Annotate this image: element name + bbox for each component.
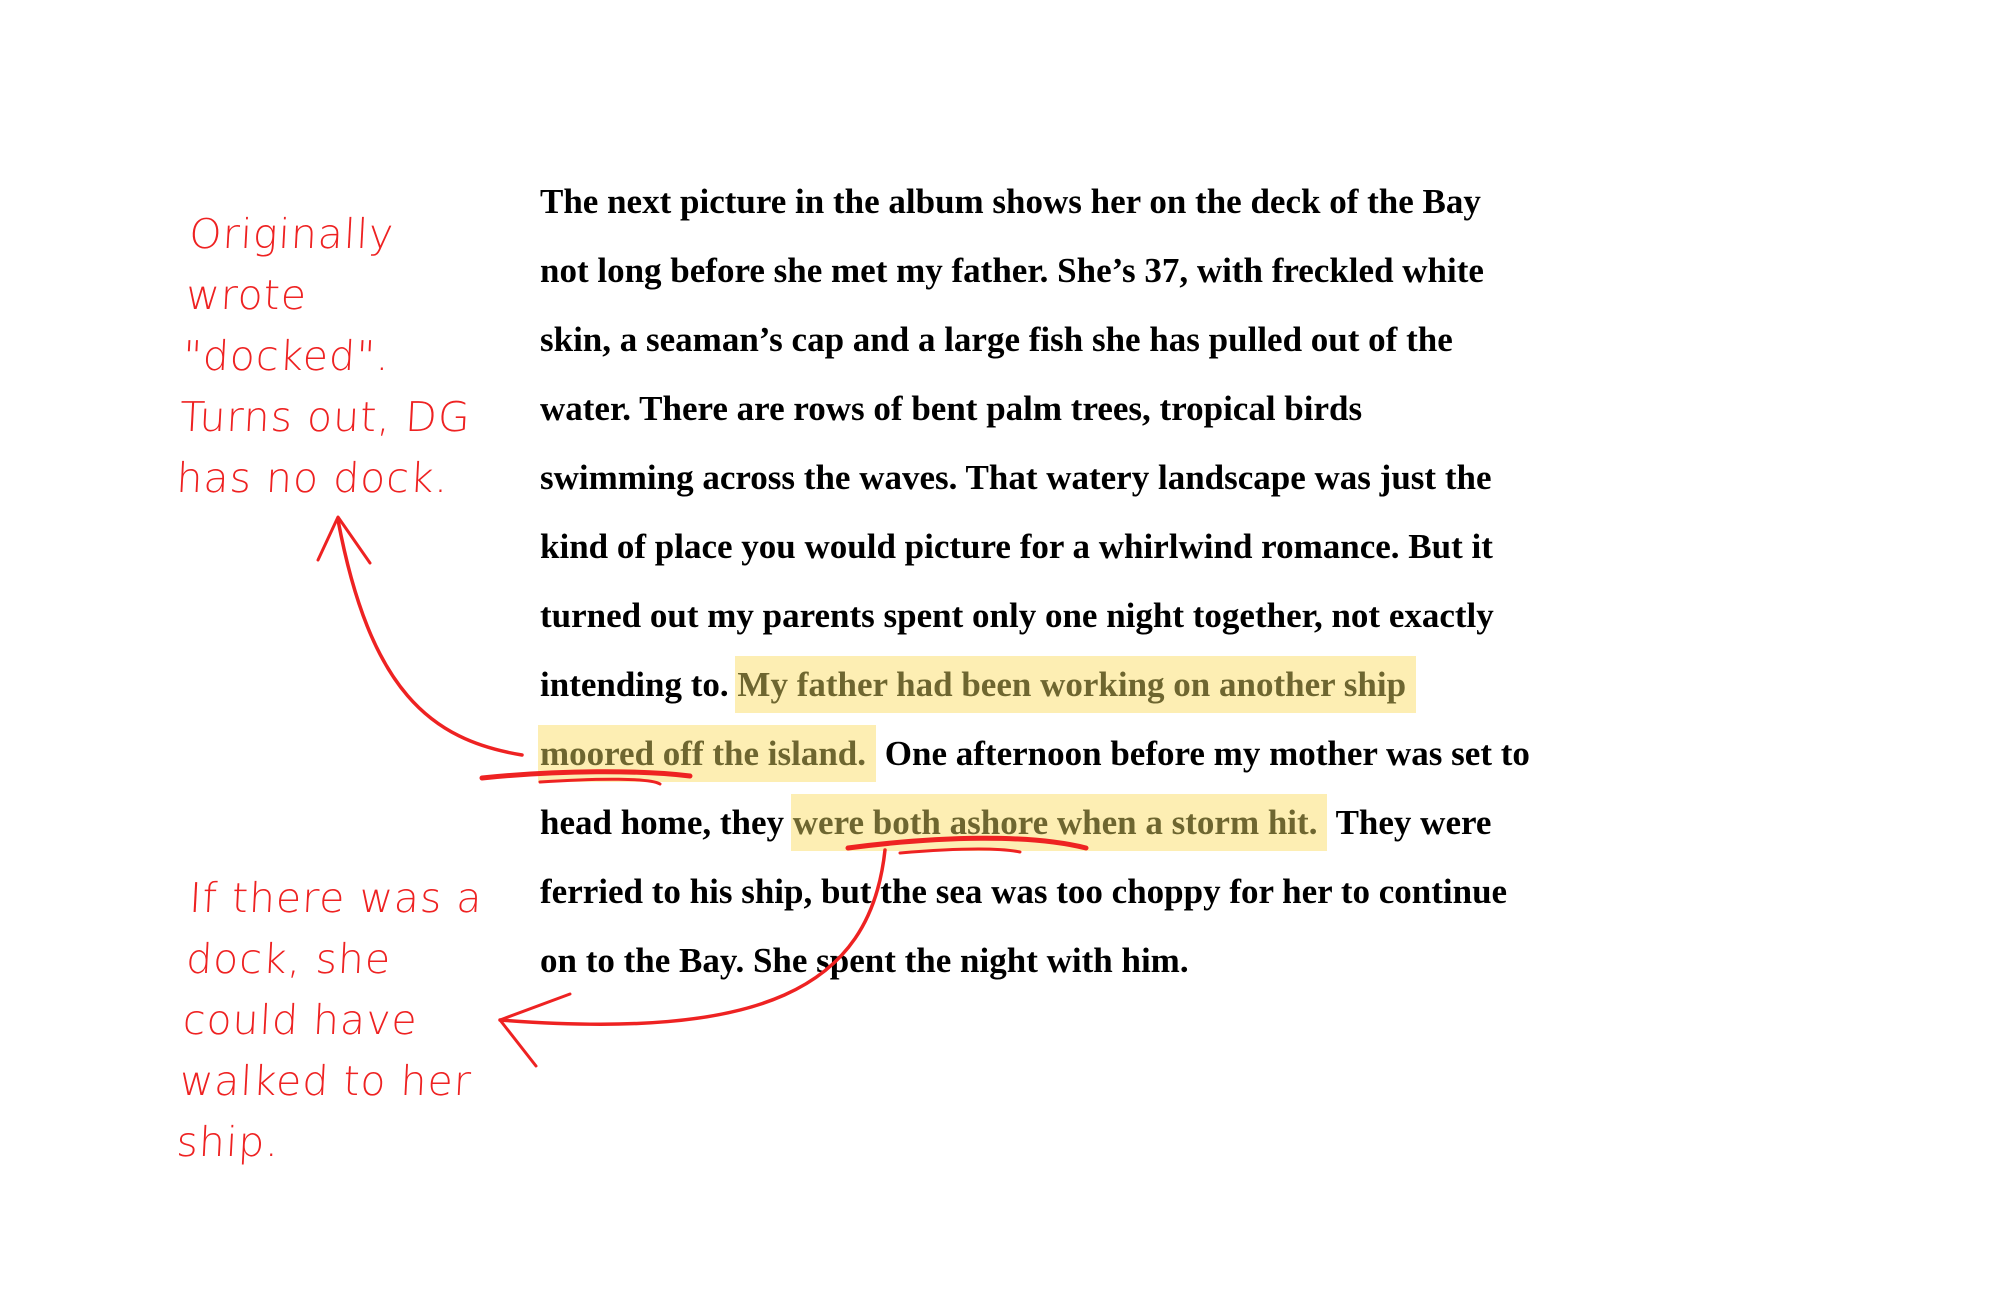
note-line: "docked".	[181, 332, 392, 380]
arrowhead-icon	[316, 515, 372, 565]
text-line: kind of place you would picture for a wh…	[540, 512, 1560, 581]
text-segment: head home, they	[540, 803, 793, 842]
text-line: moored off the island. One afternoon bef…	[538, 719, 1560, 788]
note-line: walked to her	[178, 1057, 473, 1105]
text-line: on to the Bay. She spent the night with …	[540, 926, 1560, 995]
note-line: If there was a	[188, 874, 484, 922]
text-line: ferried to his ship, but the sea was too…	[540, 857, 1560, 926]
text-line: not long before she met my father. She’s…	[540, 236, 1560, 305]
text-line: The next picture in the album shows her …	[540, 167, 1560, 236]
note-line: Turns out, DG	[178, 393, 472, 441]
text-segment: The next picture in the album shows her …	[540, 182, 1481, 221]
text-segment: turned out my parents spent only one nig…	[540, 596, 1494, 635]
text-segment: intending to.	[540, 665, 738, 704]
note-line: ship.	[175, 1118, 281, 1166]
annotation-note-bottom: If there was a dock, she could have walk…	[175, 868, 484, 1173]
text-segment: not long before she met my father. She’s…	[540, 251, 1484, 290]
text-segment: They were	[1327, 803, 1492, 842]
text-line: head home, they were both ashore when a …	[540, 788, 1560, 857]
text-segment: on to the Bay. She spent the night with …	[540, 941, 1189, 980]
annotation-note-top: Originally wrote "docked". Turns out, DG…	[175, 204, 482, 509]
arrow-to-top-note	[336, 518, 524, 757]
note-line: has no dock.	[175, 454, 450, 502]
text-line: skin, a seaman’s cap and a large fish sh…	[540, 305, 1560, 374]
text-line: water. There are rows of bent palm trees…	[540, 374, 1560, 443]
text-segment: skin, a seaman’s cap and a large fish sh…	[540, 320, 1453, 359]
story-paragraph: The next picture in the album shows her …	[538, 167, 1560, 995]
text-segment: kind of place you would picture for a wh…	[540, 527, 1493, 566]
highlighted-phrase: My father had been working on another sh…	[735, 656, 1417, 713]
note-line: could have	[181, 996, 419, 1044]
note-line: wrote	[184, 271, 309, 319]
text-line: intending to. My father had been working…	[540, 650, 1560, 719]
text-line: swimming across the waves. That watery l…	[540, 443, 1560, 512]
note-line: Originally	[188, 210, 396, 258]
note-line: dock, she	[184, 935, 393, 983]
text-segment: ferried to his ship, but the sea was too…	[540, 872, 1508, 911]
arrowhead-icon	[498, 992, 572, 1068]
text-segment: One afternoon before my mother was set t…	[876, 734, 1530, 773]
highlighted-phrase: were both ashore when a storm hit.	[790, 794, 1328, 851]
text-segment: water. There are rows of bent palm trees…	[540, 389, 1363, 428]
text-segment: swimming across the waves. That watery l…	[540, 458, 1492, 497]
text-line: turned out my parents spent only one nig…	[540, 581, 1560, 650]
highlighted-phrase: moored off the island.	[538, 725, 877, 782]
